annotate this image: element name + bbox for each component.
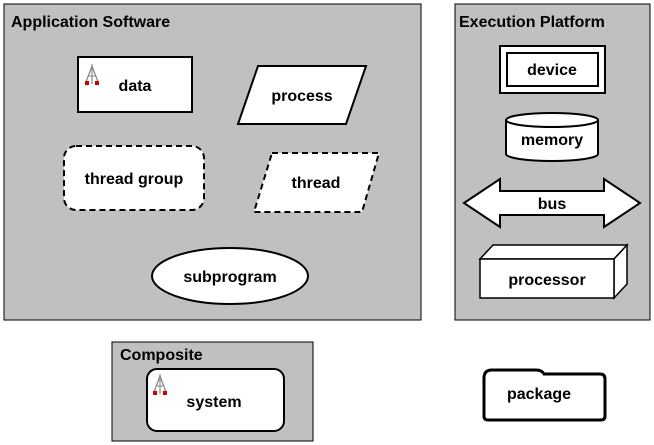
processor-component[interactable]: processor: [478, 243, 629, 300]
composite-panel: Composite system: [111, 341, 314, 442]
system-component[interactable]: system: [146, 368, 285, 432]
thread-group-label: thread group: [85, 171, 184, 188]
implementation-icon: [85, 64, 99, 85]
thread-component[interactable]: thread: [252, 152, 381, 213]
system-label: system: [186, 394, 241, 411]
package-component[interactable]: package: [482, 368, 607, 422]
data-label: data: [119, 78, 152, 95]
device-component[interactable]: device: [499, 45, 606, 94]
subprogram-component[interactable]: subprogram: [151, 247, 309, 305]
execution-platform-panel: Execution Platform device memory bus pro…: [454, 3, 651, 321]
application-software-title: Application Software: [11, 14, 170, 31]
implementation-icon: [153, 374, 167, 395]
subprogram-label: subprogram: [183, 269, 276, 286]
data-component[interactable]: data: [77, 56, 193, 113]
thread-label: thread: [292, 175, 341, 192]
package-label: package: [507, 386, 571, 403]
application-software-panel: Application Software data process thread…: [3, 3, 422, 321]
processor-label: processor: [508, 272, 585, 289]
execution-platform-title: Execution Platform: [459, 14, 605, 31]
process-component[interactable]: process: [236, 65, 368, 125]
device-label: device: [527, 62, 577, 79]
bus-component[interactable]: bus: [462, 177, 642, 229]
thread-group-component[interactable]: thread group: [63, 145, 205, 211]
memory-component[interactable]: memory: [505, 112, 599, 162]
process-label: process: [271, 88, 332, 105]
composite-title: Composite: [120, 347, 203, 364]
memory-label: memory: [521, 132, 583, 149]
bus-label: bus: [538, 196, 567, 213]
